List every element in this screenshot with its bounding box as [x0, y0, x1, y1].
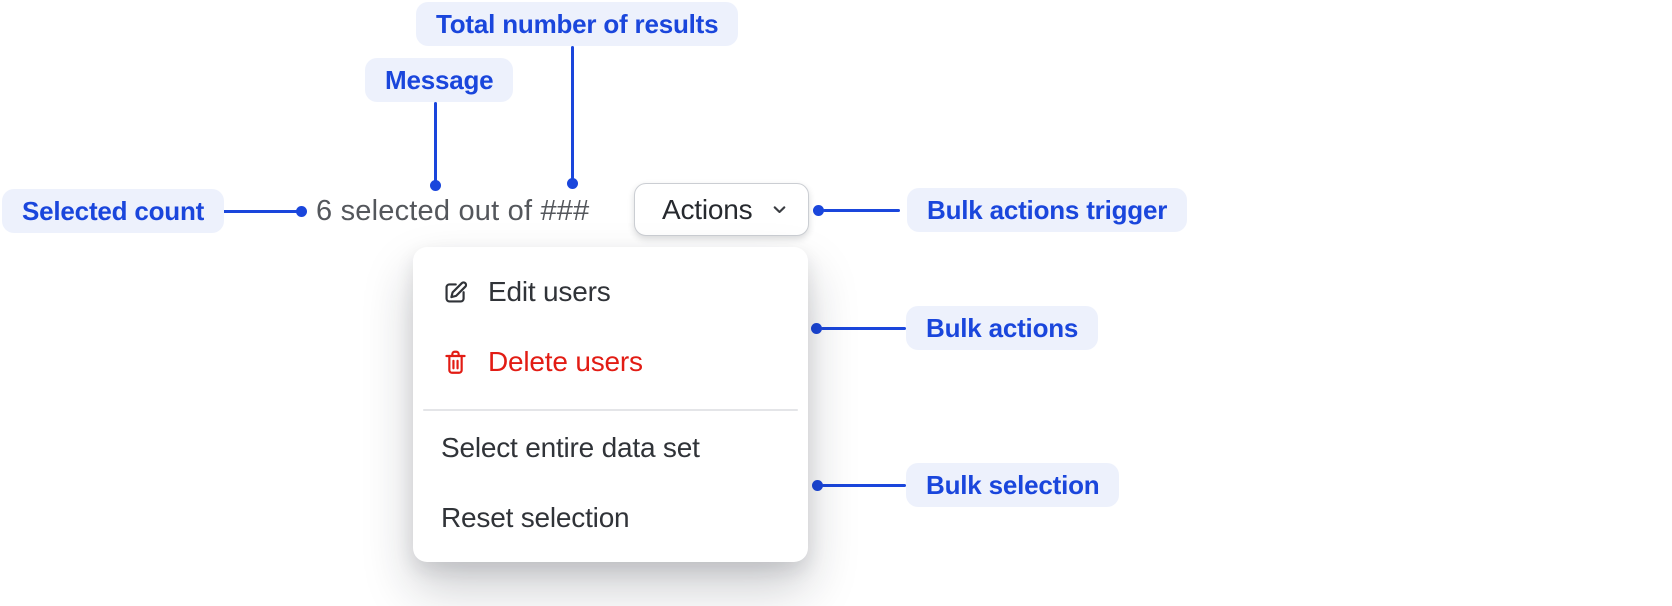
menu-item-delete-users[interactable]: Delete users [413, 327, 808, 397]
selection-count-message: 6 selected out of ### [316, 195, 590, 227]
edit-icon [441, 278, 470, 307]
connector-dot-bulk-actions [811, 323, 822, 334]
annotation-label-selected-count: Selected count [2, 189, 225, 233]
bulk-actions-menu: Edit users Delete users Select entire da… [413, 247, 808, 562]
menu-item-label: Select entire data set [441, 432, 700, 463]
connector-line-bulk-actions [821, 327, 906, 330]
annotation-label-bulk-selection: Bulk selection [906, 463, 1120, 507]
menu-item-edit-users[interactable]: Edit users [413, 257, 808, 327]
connector-dot-bulk-actions-trigger [813, 205, 824, 216]
connector-line-total-results [571, 46, 574, 180]
annotation-label-bulk-actions: Bulk actions [906, 306, 1099, 350]
connector-dot-total-results [567, 178, 578, 189]
actions-button-label: Actions [662, 193, 753, 225]
menu-item-label: Edit users [488, 276, 611, 307]
connector-line-selected-count [216, 210, 302, 213]
bulk-actions-trigger-button[interactable]: Actions [634, 183, 809, 236]
annotation-label-bulk-actions-trigger: Bulk actions trigger [907, 188, 1188, 232]
connector-line-bulk-actions-trigger [823, 209, 900, 212]
connector-line-message [434, 102, 437, 184]
menu-divider [423, 409, 798, 411]
connector-dot-selected-count [296, 206, 307, 217]
connector-dot-message [430, 180, 441, 191]
chevron-down-icon [769, 199, 790, 220]
trash-icon [441, 348, 470, 377]
connector-line-bulk-selection [822, 484, 906, 487]
annotation-label-message: Message [365, 58, 514, 102]
menu-item-label: Delete users [488, 346, 643, 377]
menu-item-reset-selection[interactable]: Reset selection [413, 483, 808, 553]
annotation-label-total-results: Total number of results [416, 2, 739, 46]
connector-dot-bulk-selection [812, 480, 823, 491]
menu-item-label: Reset selection [441, 502, 630, 533]
menu-item-select-entire-data-set[interactable]: Select entire data set [413, 413, 808, 483]
